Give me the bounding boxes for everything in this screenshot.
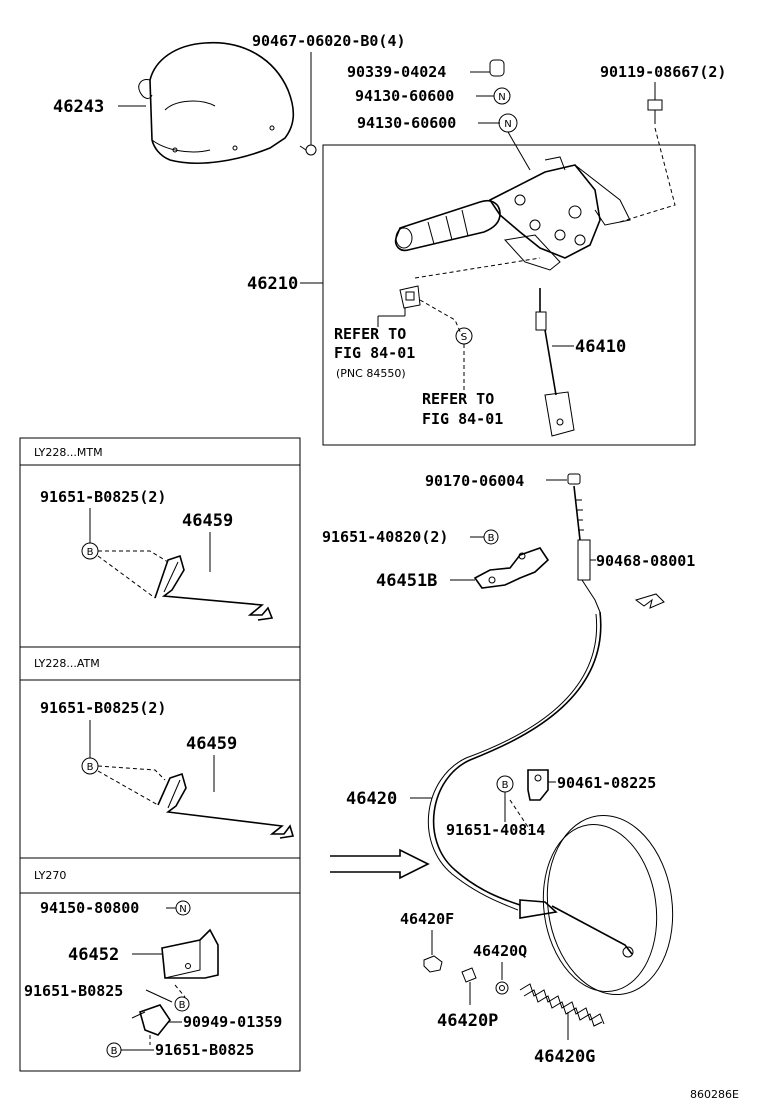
- clip-90949-part[interactable]: [131, 1004, 171, 1036]
- label-ly270-nut: 94150-80800: [40, 899, 139, 917]
- refer-label-2a: REFER TO: [422, 390, 494, 408]
- label-90119: 90119-08667(2): [600, 63, 726, 81]
- panel-title-atm: LY228...ATM: [34, 657, 100, 670]
- refer-label-1c: (PNC 84550): [336, 367, 406, 380]
- bracket-90461-part[interactable]: [527, 769, 549, 801]
- label-mtm-46459: 46459: [182, 511, 233, 531]
- label-90468: 90468-08001: [596, 552, 695, 570]
- right-arrow-icon: [330, 848, 430, 880]
- label-46243: 46243: [53, 97, 104, 117]
- label-90461: 90461-08225: [557, 774, 656, 792]
- label-46420F: 46420F: [400, 910, 454, 928]
- label-46210: 46210: [247, 274, 298, 294]
- cap-90339-part[interactable]: [489, 59, 505, 77]
- svg-text:B: B: [502, 780, 509, 791]
- nut-badge-a: [493, 87, 511, 105]
- screw-90467-part[interactable]: [299, 144, 317, 156]
- refer-label-1b: FIG 84-01: [334, 344, 415, 362]
- nut-46420F-part[interactable]: [423, 955, 443, 973]
- label-ly270-clip: 90949-01359: [183, 1013, 282, 1031]
- brake-rod-46410-part[interactable]: [535, 288, 575, 437]
- label-46420: 46420: [346, 789, 397, 809]
- bracket-46451B-part[interactable]: [473, 547, 550, 589]
- svg-text:B: B: [87, 762, 94, 773]
- label-46420Q: 46420Q: [473, 942, 527, 960]
- svg-text:S: S: [461, 332, 467, 343]
- lever-assembly-frame: [322, 144, 696, 446]
- figure-code: 860286E: [690, 1088, 739, 1101]
- label-46420P: 46420P: [437, 1011, 498, 1031]
- label-94130-b: 94130-60600: [357, 114, 456, 132]
- label-ly270-bolt2: 91651-B0825: [155, 1041, 254, 1059]
- return-spring-mtm-part[interactable]: [154, 554, 274, 621]
- label-atm-bolt: 91651-B0825(2): [40, 699, 166, 717]
- svg-text:B: B: [179, 1000, 186, 1011]
- svg-text:B: B: [488, 533, 495, 544]
- label-90170: 90170-06004: [425, 472, 524, 490]
- label-90467: 90467-06020-B0(4): [252, 32, 406, 50]
- label-ly270-bolt1: 91651-B0825: [24, 982, 123, 1000]
- label-46451B: 46451B: [376, 571, 437, 591]
- label-mtm-bolt: 91651-B0825(2): [40, 488, 166, 506]
- variant-panels: [19, 437, 301, 1072]
- clip-90468-part[interactable]: [634, 593, 665, 609]
- b-badge-40820: [483, 529, 499, 545]
- refer-label-2b: FIG 84-01: [422, 410, 503, 428]
- n-badge-ly270: [175, 900, 191, 916]
- panel-title-ly270: LY270: [34, 869, 66, 882]
- bolt-90119-part[interactable]: [647, 99, 663, 124]
- console-cover-part[interactable]: [138, 41, 295, 165]
- svg-text:N: N: [179, 904, 186, 915]
- label-91651-40814: 91651-40814: [446, 821, 545, 839]
- svg-text:N: N: [504, 119, 511, 130]
- label-ly270-46452: 46452: [68, 945, 119, 965]
- bracket-46452-part[interactable]: [161, 928, 219, 979]
- b-badge-ly270-a: [174, 996, 190, 1012]
- brake-drum-outline: [542, 814, 674, 996]
- label-atm-46459: 46459: [186, 734, 237, 754]
- spring-46420G-part[interactable]: [519, 983, 605, 1027]
- label-90339: 90339-04024: [347, 63, 446, 81]
- panel-title-mtm: LY228...MTM: [34, 446, 103, 459]
- svg-text:B: B: [111, 1046, 118, 1057]
- svg-text:B: B: [87, 547, 94, 558]
- label-91651-40820: 91651-40820(2): [322, 528, 448, 546]
- label-46420G: 46420G: [534, 1047, 595, 1067]
- return-spring-atm-part[interactable]: [157, 772, 295, 839]
- label-94130-a: 94130-60600: [355, 87, 454, 105]
- spring-seat-46420Q-part[interactable]: [495, 981, 509, 995]
- bushing-46420P-part[interactable]: [461, 967, 477, 983]
- parking-brake-lever-part[interactable]: [394, 156, 631, 271]
- switch-bracket-part[interactable]: [399, 285, 421, 309]
- svg-text:N: N: [498, 92, 505, 103]
- brake-cable-46420-part[interactable]: [427, 485, 634, 958]
- refer-label-1a: REFER TO: [334, 325, 406, 343]
- label-46410: 46410: [575, 337, 626, 357]
- nut-90170-part[interactable]: [567, 473, 581, 485]
